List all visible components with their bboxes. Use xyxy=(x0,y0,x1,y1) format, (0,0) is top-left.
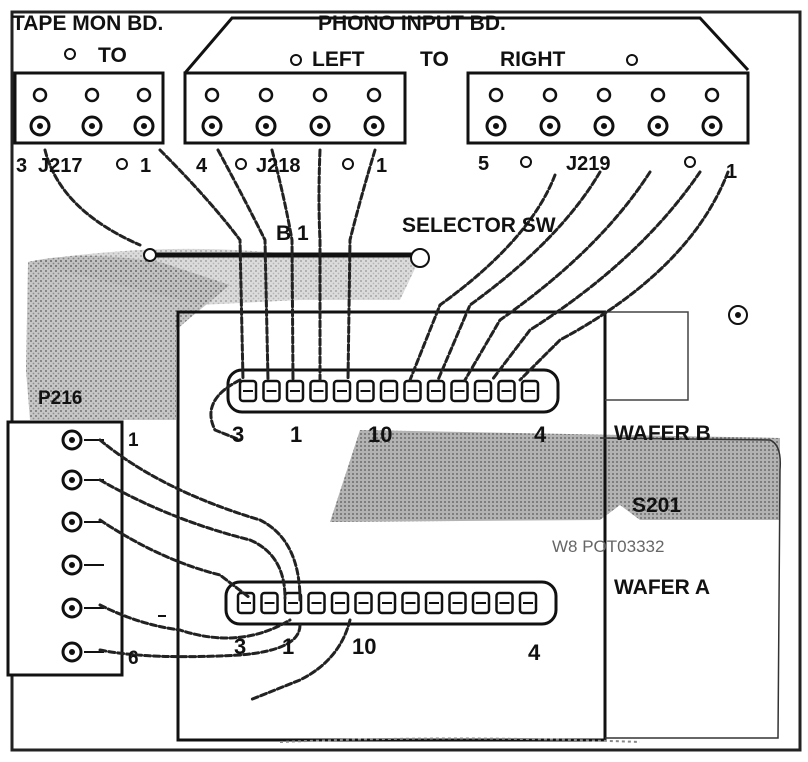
p216-connector xyxy=(6,420,124,677)
wafer-a-pin-1: 1 xyxy=(282,634,294,659)
left-label: LEFT xyxy=(312,48,365,71)
j218-top-hole xyxy=(312,87,328,103)
j219-top-hole xyxy=(542,87,558,103)
j219-right-marker xyxy=(684,156,696,168)
j219-left-marker xyxy=(520,156,532,168)
p216-pin-center xyxy=(69,437,75,443)
j217-top-hole xyxy=(84,87,100,103)
j217-pin-center xyxy=(89,123,95,129)
phono-input-board-outline xyxy=(183,16,750,74)
shaded-region-switch xyxy=(330,430,780,522)
j217-pin-center xyxy=(37,123,43,129)
wafer-b xyxy=(226,368,560,414)
j218-top-hole xyxy=(204,87,220,103)
j219-top-hole xyxy=(704,87,720,103)
right-label: RIGHT xyxy=(500,48,566,71)
p216-pin-6: 6 xyxy=(128,648,139,669)
wafer-a-label: WAFER A xyxy=(614,576,710,599)
j218-pin-first: 4 xyxy=(196,155,208,177)
wafer-b-pin-4: 4 xyxy=(534,422,547,447)
j218-right-marker xyxy=(342,158,354,170)
to-label: TO xyxy=(420,48,449,71)
tape-mon-marker xyxy=(64,48,76,60)
p216-pin-center xyxy=(69,562,75,568)
j217-pin-last: 1 xyxy=(140,155,151,177)
left-marker xyxy=(290,54,302,66)
wafer-b-pin-10: 10 xyxy=(368,422,392,447)
wafer-a-pin-4: 4 xyxy=(528,640,541,665)
j219-label: J219 xyxy=(566,153,611,175)
j217-top-hole xyxy=(136,87,152,103)
tape-mon-to-label: TO xyxy=(98,44,127,67)
wafer-a-pin-10: 10 xyxy=(352,634,376,659)
j217-pin-first: 3 xyxy=(16,155,27,177)
p216-pin-1: 1 xyxy=(128,430,139,451)
j219-top-hole xyxy=(650,87,666,103)
j219-pin-center xyxy=(601,123,607,129)
b1-label: B 1 xyxy=(276,222,309,245)
right-marker xyxy=(626,54,638,66)
j219-connector xyxy=(466,71,750,145)
j219-pin-center xyxy=(655,123,661,129)
j218-top-hole xyxy=(258,87,274,103)
j218-pin-center xyxy=(263,123,269,129)
j217-pins xyxy=(29,87,155,137)
j217-pin-center xyxy=(141,123,147,129)
p216-pin-center xyxy=(69,605,75,611)
j219-pin-center xyxy=(493,123,499,129)
j217-mid-marker xyxy=(116,158,128,170)
shaded-region-cable xyxy=(28,248,420,305)
j217-top-hole xyxy=(32,87,48,103)
j218-pin-last: 1 xyxy=(376,155,387,177)
j217-connector xyxy=(13,71,165,145)
wafer-b-label: WAFER B xyxy=(614,422,711,445)
p216-body xyxy=(6,420,124,677)
j219-pin-center xyxy=(709,123,715,129)
p216-pin-center xyxy=(69,649,75,655)
photo-id-label: W8 POT03332 xyxy=(552,537,664,556)
s201-label: S201 xyxy=(632,494,681,517)
bottom-trace xyxy=(279,737,641,743)
j218-top-hole xyxy=(366,87,382,103)
j219-pin-last: 1 xyxy=(726,161,737,183)
selector-sw-label: SELECTOR SW xyxy=(402,214,556,237)
phono-input-label: PHONO INPUT BD. xyxy=(318,12,506,35)
j218-pin-center xyxy=(371,123,377,129)
s201-side-bracket xyxy=(605,311,689,401)
j218-pin-center xyxy=(209,123,215,129)
j217-label: J217 xyxy=(38,155,83,177)
p216-label: P216 xyxy=(38,388,82,409)
j218-connector xyxy=(183,71,407,145)
wafer-a-pin-3: 3 xyxy=(234,634,246,659)
tape-mon-label: TAPE MON BD. xyxy=(12,12,163,35)
j218-left-marker xyxy=(235,158,247,170)
j219-top-hole xyxy=(488,87,504,103)
j219-pin-first: 5 xyxy=(478,153,489,175)
wires-upper xyxy=(43,148,730,442)
b1-terminal-left xyxy=(143,248,157,262)
s201-frame xyxy=(176,310,607,742)
j219-top-hole xyxy=(596,87,612,103)
wires-lower xyxy=(98,438,352,702)
j218-label: J218 xyxy=(256,155,301,177)
b1-terminal-right xyxy=(410,248,430,268)
p216-pin-center xyxy=(69,519,75,525)
chassis-right-edge xyxy=(599,437,782,739)
wafer-b-pin-3: 3 xyxy=(232,422,244,447)
j219-pin-center xyxy=(547,123,553,129)
p216-pin-center xyxy=(69,477,75,483)
j218-pin-center xyxy=(317,123,323,129)
wafer-b-pin-1: 1 xyxy=(290,422,302,447)
wafer-a xyxy=(224,580,558,626)
